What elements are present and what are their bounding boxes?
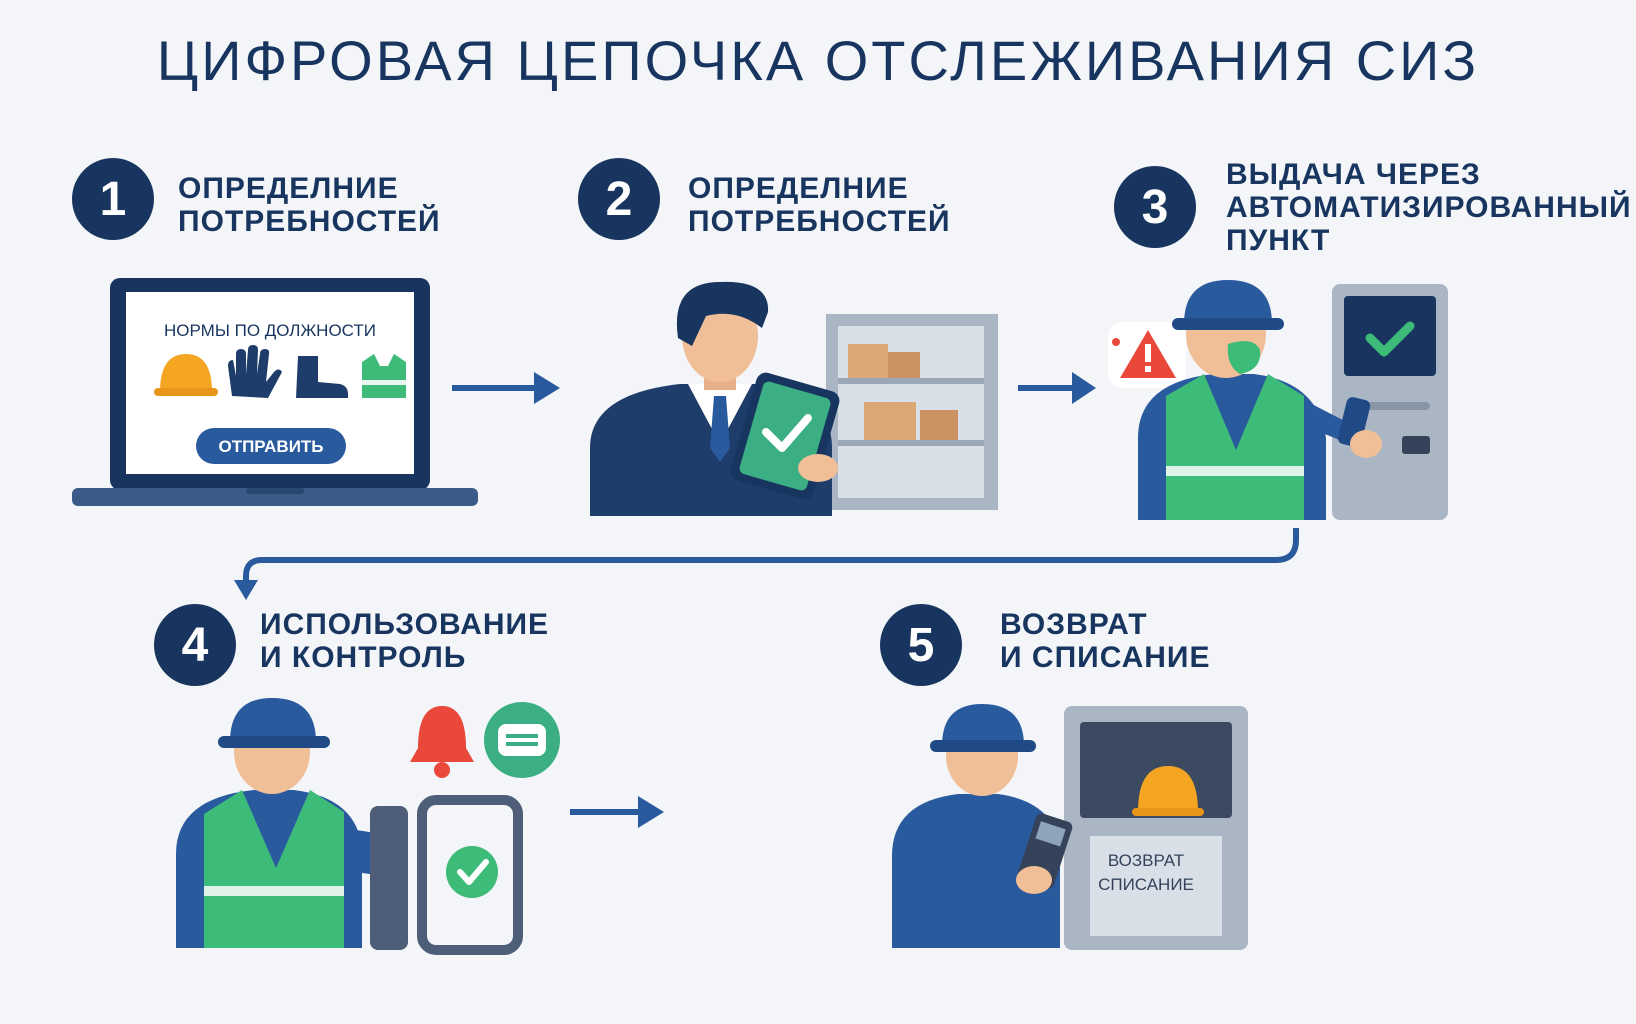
- boot-icon: [296, 356, 348, 398]
- submit-button-label: ОТПРАВИТЬ: [218, 437, 323, 456]
- warning-icon: [1108, 322, 1186, 388]
- step-3-title-line: ПУНКТ: [1226, 224, 1331, 257]
- connector-arrow-icon: [234, 528, 1299, 600]
- step-5-title: ВОЗВРАТ И СПИСАНИЕ: [1000, 608, 1211, 674]
- step-3-badge: 3: [1114, 166, 1196, 248]
- kiosk-illustration: [1108, 280, 1448, 520]
- arrow-right-icon: [570, 796, 664, 828]
- arrow-right-icon: [1018, 372, 1096, 404]
- step-1-title-line: ОПРЕДЕЛНИЕ: [178, 172, 399, 205]
- submit-button[interactable]: ОТПРАВИТЬ: [196, 428, 346, 464]
- check-icon: [446, 846, 498, 898]
- step-2-title-line: ОПРЕДЕЛНИЕ: [688, 172, 909, 205]
- step-3-title-line: ВЫДАЧА ЧЕРЕЗ: [1226, 158, 1481, 191]
- bell-icon: [410, 706, 474, 778]
- page-title: ЦИФРОВАЯ ЦЕПОЧКА ОТСЛЕЖИВАНИЯ СИЗ: [156, 29, 1480, 92]
- step-2-badge: 2: [578, 158, 660, 240]
- step-3-title: ВЫДАЧА ЧЕРЕЗ АВТОМАТИЗИРОВАННЫЙ ПУНКТ: [1226, 158, 1632, 257]
- turnstile-illustration: [176, 698, 560, 955]
- helmet-icon: [154, 354, 218, 396]
- step-1-title-line: ПОТРЕБНОСТЕЙ: [178, 205, 441, 238]
- step-5-title-line: И СПИСАНИЕ: [1000, 641, 1211, 674]
- step-4-title-line: ИСПОЛЬЗОВАНИЕ: [260, 608, 550, 641]
- glove-icon: [228, 345, 282, 398]
- step-2-title: ОПРЕДЕЛНИЕ ПОТРЕБНОСТЕЙ: [688, 172, 951, 238]
- arrow-right-icon: [452, 372, 560, 404]
- return-label: ВОЗВРАТ: [1108, 851, 1184, 870]
- step-5-title-line: ВОЗВРАТ: [1000, 608, 1148, 641]
- step-2-title-line: ПОТРЕБНОСТЕЙ: [688, 205, 951, 238]
- step-4-badge: 4: [154, 604, 236, 686]
- manager-illustration: [590, 281, 998, 516]
- mask-icon: [484, 702, 560, 778]
- step-1-badge: 1: [72, 158, 154, 240]
- step-1-title: ОПРЕДЕЛНИЕ ПОТРЕБНОСТЕЙ: [178, 172, 441, 238]
- return-machine-illustration: ВОЗВРАТ СПИСАНИЕ: [892, 704, 1248, 950]
- step-3-title-line: АВТОМАТИЗИРОВАННЫЙ: [1226, 191, 1632, 224]
- laptop-illustration: НОРМЫ ПО ДОЛЖНОСТИ ОТПРАВИТЬ: [72, 278, 478, 506]
- norms-heading: НОРМЫ ПО ДОЛЖНОСТИ: [164, 321, 376, 340]
- step-5-badge: 5: [880, 604, 962, 686]
- writeoff-label: СПИСАНИЕ: [1098, 875, 1194, 894]
- step-4-title: ИСПОЛЬЗОВАНИЕ И КОНТРОЛЬ: [260, 608, 549, 674]
- step-4-title-line: И КОНТРОЛЬ: [260, 641, 467, 674]
- vest-icon: [362, 354, 406, 398]
